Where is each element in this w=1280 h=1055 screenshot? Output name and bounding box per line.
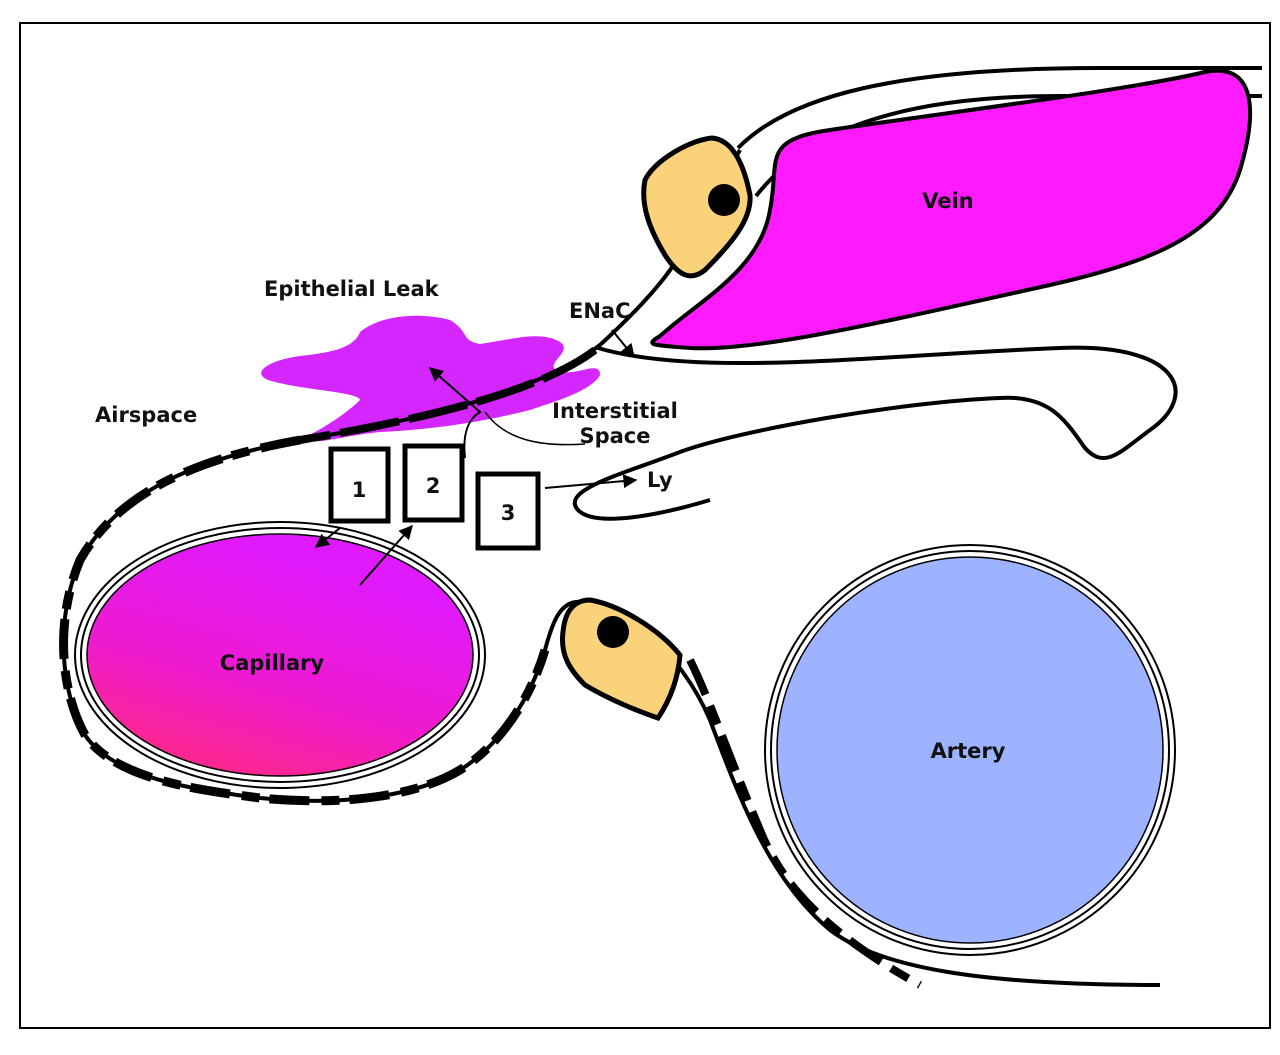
box-1-label: 1 <box>352 478 367 502</box>
label-epithelial-leak: Epithelial Leak <box>264 277 440 301</box>
interstitial-pointer <box>484 411 586 446</box>
artery <box>776 556 1164 944</box>
cell-nucleus-lower <box>597 616 629 648</box>
box-1 <box>328 446 391 524</box>
lower-epithelium-dashes <box>686 658 922 989</box>
lymphatic-vessel <box>572 345 1178 521</box>
label-capillary: Capillary <box>220 651 325 675</box>
airspace-epithelium-dashes <box>59 435 550 806</box>
vein <box>650 68 1252 351</box>
capillary <box>86 533 474 777</box>
label-ly: Ly <box>647 468 673 492</box>
label-enac: ENaC <box>569 299 631 323</box>
leak-epithelium-segment <box>299 346 598 444</box>
box-2 <box>402 443 465 523</box>
label-space: Space <box>579 424 650 448</box>
arrow-enac <box>611 329 635 359</box>
label-vein: Vein <box>922 189 974 213</box>
arrow-box1-to-capillary <box>314 527 341 548</box>
box-3-label: 3 <box>501 501 516 525</box>
box-3 <box>475 471 541 551</box>
box-2-label: 2 <box>426 474 441 498</box>
label-interstitial: Interstitial <box>552 399 678 423</box>
epithelial-cell-lower <box>559 597 683 721</box>
figure-frame <box>19 22 1271 1029</box>
arrow-box3-to-lymph <box>544 474 638 489</box>
arrow-box2-to-leak <box>428 367 482 459</box>
label-artery: Artery <box>931 739 1006 763</box>
cell-nucleus-upper <box>708 184 740 216</box>
epithelial-cell-upper <box>641 135 753 279</box>
label-airspace: Airspace <box>95 403 197 427</box>
arrow-capillary-to-box2 <box>359 524 413 586</box>
